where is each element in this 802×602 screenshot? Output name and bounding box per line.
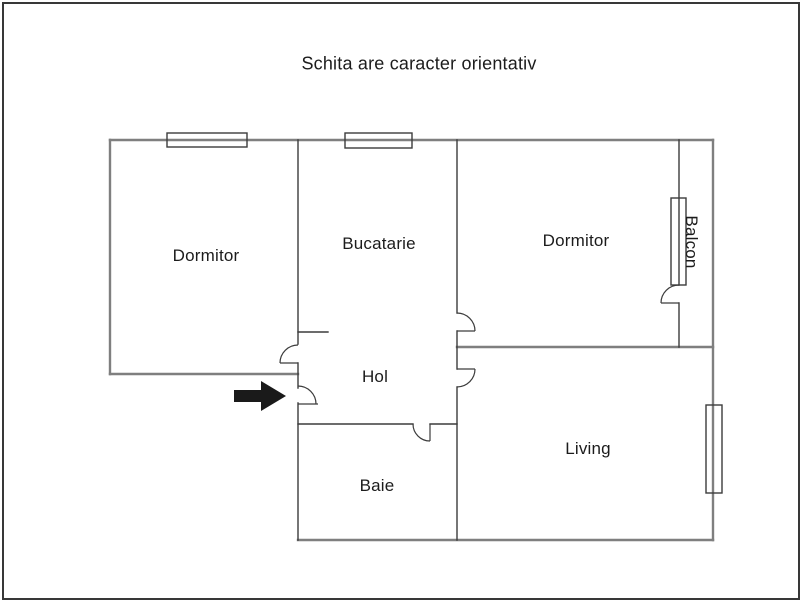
door-dormitor-left [279, 344, 299, 364]
door-baie [412, 423, 431, 442]
window-dormitor-left [166, 132, 248, 148]
window-living [705, 404, 723, 494]
window-balcon [670, 197, 687, 286]
room-label-dormitor-left: Dormitor [172, 246, 240, 265]
entrance-arrow-icon [234, 381, 286, 411]
door-living [456, 368, 476, 388]
window-bucatarie [344, 132, 413, 149]
partition-walls [297, 139, 680, 541]
disclaimer-title: Schita are caracter orientativ [301, 53, 537, 74]
room-label-dormitor-right: Dormitor [542, 231, 610, 250]
room-label-bucatarie: Bucatarie [342, 234, 416, 253]
room-label-living: Living [565, 439, 611, 458]
room-label-hol: Hol [361, 367, 389, 386]
structural-walls [108, 138, 715, 542]
room-label-balcon: Balcon [682, 215, 701, 269]
room-label-baie: Baie [359, 476, 395, 495]
window-symbols [166, 132, 723, 494]
door-balcon [660, 284, 680, 304]
door-swings [279, 284, 680, 442]
door-dormitor-right [456, 312, 476, 332]
door-entrance [297, 385, 318, 405]
